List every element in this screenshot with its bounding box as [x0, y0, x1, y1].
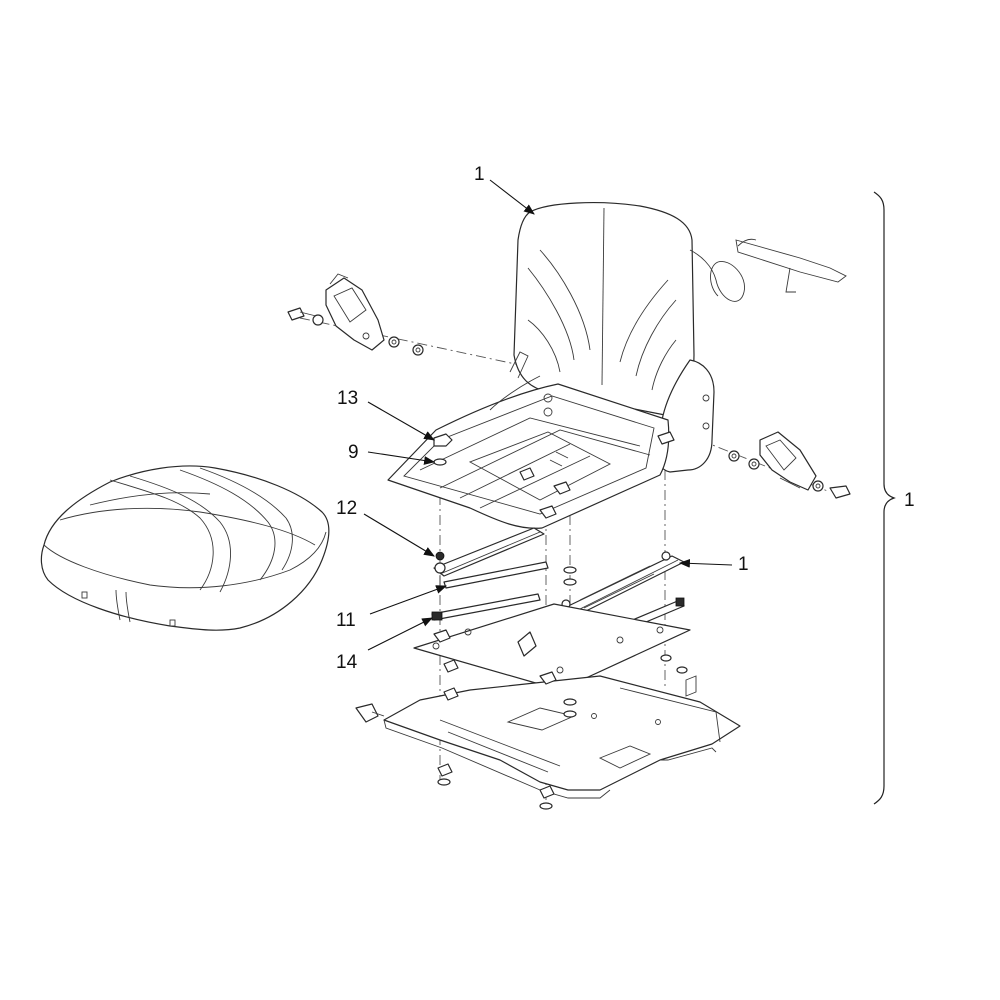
leader-seat-back: [489, 179, 535, 215]
callout-12: 12: [336, 498, 357, 519]
base-plate: [355, 675, 741, 799]
callout-14: 14: [336, 652, 358, 673]
fasteners: [433, 431, 697, 810]
seat-back: [513, 202, 715, 473]
nut-13: [433, 433, 453, 447]
leader-11: [369, 585, 448, 615]
callout-seat-back-1: 1: [474, 164, 485, 185]
adapter-plate: [413, 603, 691, 691]
seat-cushion: [40, 465, 330, 631]
leader-12: [363, 513, 435, 557]
armrest-wire: [689, 238, 847, 302]
leader-9: [367, 451, 436, 465]
leader-lines: [363, 179, 733, 651]
flat-bar-14: [431, 593, 541, 621]
slide-rail-left: [433, 527, 545, 586]
callout-11: 11: [336, 610, 356, 631]
right-belt-buckle: [728, 431, 851, 499]
assembly-bracket: [873, 191, 896, 805]
left-belt-buckle: [287, 273, 424, 356]
callout-labels: 1 13 9 12 11 14 1 1: [336, 164, 915, 673]
leader-13: [367, 401, 435, 441]
callout-13: 13: [337, 388, 358, 409]
callout-assembly-1: 1: [904, 490, 915, 511]
callout-rail-1: 1: [738, 554, 749, 575]
washer-9: [433, 458, 447, 466]
leader-14: [367, 617, 433, 651]
callout-9: 9: [348, 442, 359, 463]
leader-rail: [678, 558, 733, 568]
